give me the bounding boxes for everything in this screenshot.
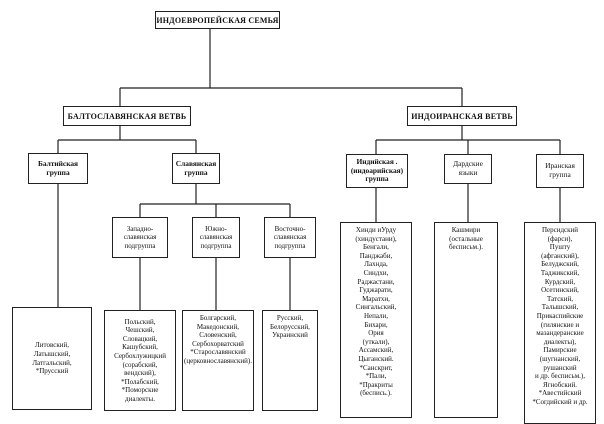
languages-east-box: Русский, Белорусский, Украинский	[262, 310, 318, 411]
languages-south-box: Болгарский, Македонский, Словенский, Сер…	[182, 310, 254, 411]
branch-indoiranian-box: ИНДОИРАНСКАЯ ВЕТВЬ	[407, 106, 517, 126]
languages-south-list: Болгарский, Македонский, Словенский, Сер…	[184, 314, 252, 365]
group-dardic-label: Дардские языки	[453, 159, 483, 177]
group-dardic-box: Дардские языки	[444, 154, 492, 184]
languages-east-list: Русский, Белорусский, Украинский	[270, 314, 310, 340]
subgroup-west-box: Западно- славянская подгруппа	[112, 217, 168, 258]
group-indian-label: Индийская . (индоарийская) группа	[350, 156, 404, 184]
group-iranian-label: Иранская группа	[545, 161, 575, 179]
family-label: ИНДОЕВРОПЕЙСКАЯ СЕМЬЯ	[156, 15, 279, 25]
group-baltic-box: Балтийская группа	[28, 153, 88, 184]
languages-baltic-list: Литовский, Латышский, Латгальский, *Прус…	[32, 341, 72, 376]
subgroup-west-label: Западно- славянская подгруппа	[123, 224, 157, 250]
languages-dardic-list: Кашмири (остальные бесписьм.).	[449, 226, 483, 252]
group-indian-box: Индийская . (индоарийская) группа	[346, 154, 408, 188]
subgroup-east-label: Восточно- славянская подгруппа	[273, 224, 307, 250]
subgroup-east-box: Восточно- славянская подгруппа	[264, 217, 316, 258]
group-slavic-label: Славянская группа	[175, 158, 217, 177]
subgroup-south-box: Южно- славянская подгруппа	[192, 217, 240, 258]
languages-iranian-box: Персидский (фарси), Пушту (афганский), Б…	[524, 222, 596, 424]
group-iranian-box: Иранская группа	[536, 154, 584, 188]
languages-indian-box: Хинди иУрду (хиндустани), Бенгали, Пандж…	[340, 222, 412, 418]
family-box: ИНДОЕВРОПЕЙСКАЯ СЕМЬЯ	[155, 11, 280, 29]
languages-west-box: Польский, Чешский, Словацкий, Кашубский,…	[104, 310, 176, 411]
group-baltic-label: Балтийская группа	[37, 158, 79, 177]
subgroup-south-label: Южно- славянская подгруппа	[199, 224, 233, 250]
languages-dardic-box: Кашмири (остальные бесписьм.).	[434, 222, 498, 418]
languages-indian-list: Хинди иУрду (хиндустани), Бенгали, Пандж…	[355, 226, 397, 398]
languages-west-list: Польский, Чешский, Словацкий, Кашубский,…	[114, 317, 166, 403]
group-slavic-box: Славянская группа	[172, 153, 220, 184]
branch-baltoslavic-box: БАЛТОСЛАВЯНСКАЯ ВЕТВЬ	[63, 106, 191, 126]
languages-iranian-list: Персидский (фарси), Пушту (афганский), Б…	[532, 226, 588, 406]
branch-baltoslavic-label: БАЛТОСЛАВЯНСКАЯ ВЕТВЬ	[67, 111, 187, 121]
languages-baltic-box: Литовский, Латышский, Латгальский, *Прус…	[12, 307, 92, 410]
branch-indoiranian-label: ИНДОИРАНСКАЯ ВЕТВЬ	[411, 111, 513, 121]
